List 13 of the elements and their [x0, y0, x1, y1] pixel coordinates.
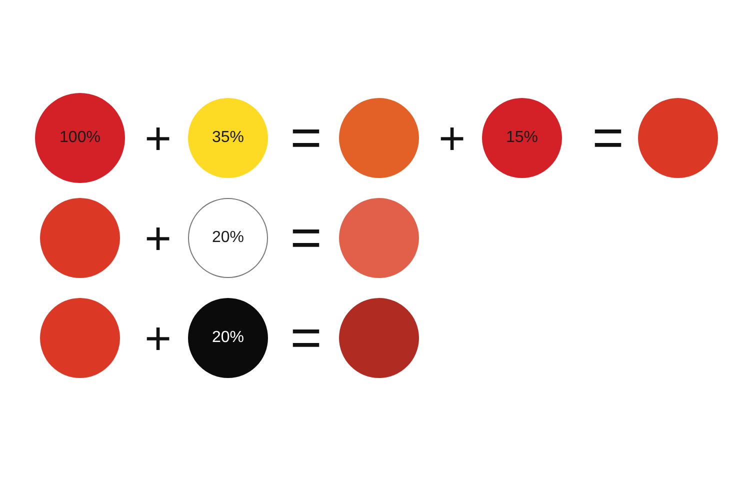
percentage-text: 20% — [212, 330, 244, 346]
equals-sign: = — [290, 311, 322, 365]
equals-sign: = — [592, 111, 624, 165]
plus-sign: + — [144, 315, 172, 361]
percentage-text: 15% — [506, 130, 538, 146]
plus-sign: + — [144, 215, 172, 261]
plus-sign: + — [438, 115, 466, 161]
percentage-text: 100% — [60, 130, 100, 146]
equals-sign: = — [290, 111, 322, 165]
percentage-text: 20% — [212, 230, 244, 246]
equals-sign: = — [290, 211, 322, 265]
percentage-text: 35% — [212, 130, 244, 146]
plus-sign: + — [144, 115, 172, 161]
